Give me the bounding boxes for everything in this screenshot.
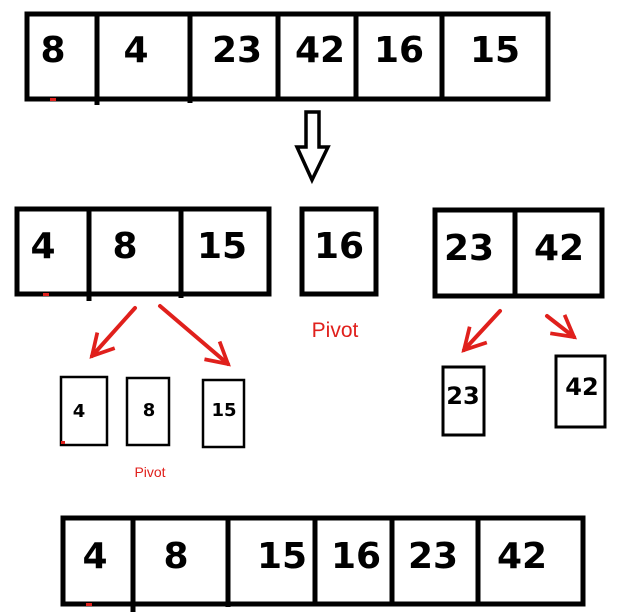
left-split	[59, 375, 246, 449]
left-partition-frame	[14, 206, 272, 297]
sorted-array-values: 4 8 15 16 23 42	[82, 536, 547, 577]
sorted-cell-value: 16	[331, 536, 381, 577]
split-arrows	[89, 304, 578, 367]
down-arrow-icon	[294, 110, 331, 185]
red-mark	[86, 603, 92, 606]
left-split-pivot-value: 8	[143, 400, 156, 421]
red-mark	[50, 98, 56, 101]
input-cell-value: 15	[470, 30, 520, 71]
pivot-value: 16	[314, 226, 364, 267]
sorted-array	[60, 515, 586, 612]
left-split-value: 4	[73, 401, 86, 422]
right-partition-value: 42	[534, 228, 584, 269]
pivot-box	[299, 206, 379, 297]
right-split-box	[554, 354, 607, 429]
left-split-box	[59, 375, 109, 447]
sorted-cell-value: 4	[82, 536, 107, 577]
red-mark	[61, 441, 65, 444]
pivot-label: Pivot	[312, 319, 359, 342]
sorted-cell-value: 15	[257, 536, 307, 577]
input-cell-value: 4	[123, 30, 148, 71]
left-partition	[14, 206, 272, 301]
right-split-value: 23	[446, 382, 479, 410]
input-cell-value: 23	[212, 30, 262, 71]
red-arrow-icon	[89, 306, 137, 359]
right-partition-frame	[432, 207, 605, 299]
sorted-cell-value: 8	[163, 536, 188, 577]
right-partition-values: 23 42	[444, 228, 584, 269]
left-split-pivot-box	[125, 376, 171, 447]
red-arrow-icon	[545, 314, 578, 340]
left-partition-value: 15	[197, 226, 247, 267]
input-array-frame	[24, 11, 551, 102]
sorted-cell-value: 23	[408, 536, 458, 577]
right-split-value: 42	[565, 373, 598, 401]
sorted-array-frame	[60, 515, 586, 607]
input-array	[24, 11, 551, 105]
red-mark	[43, 293, 49, 296]
input-cell-value: 16	[374, 30, 424, 71]
red-arrow-icon	[461, 309, 502, 353]
sorted-cell-value: 42	[497, 536, 547, 577]
left-partition-value: 4	[30, 226, 55, 267]
input-array-values: 8 4 23 42 16 15	[40, 30, 520, 71]
right-split-box	[441, 365, 486, 437]
left-partition-value: 8	[112, 226, 137, 267]
left-split-pivot-label: Pivot	[134, 464, 165, 480]
right-partition-value: 23	[444, 228, 494, 269]
left-split-value: 15	[211, 400, 236, 421]
input-cell-value: 8	[40, 30, 65, 71]
right-partition	[432, 207, 605, 299]
left-split-box	[201, 378, 246, 449]
input-cell-value: 42	[295, 30, 345, 71]
left-partition-values: 4 8 15	[30, 226, 247, 267]
red-arrow-icon	[158, 304, 231, 367]
